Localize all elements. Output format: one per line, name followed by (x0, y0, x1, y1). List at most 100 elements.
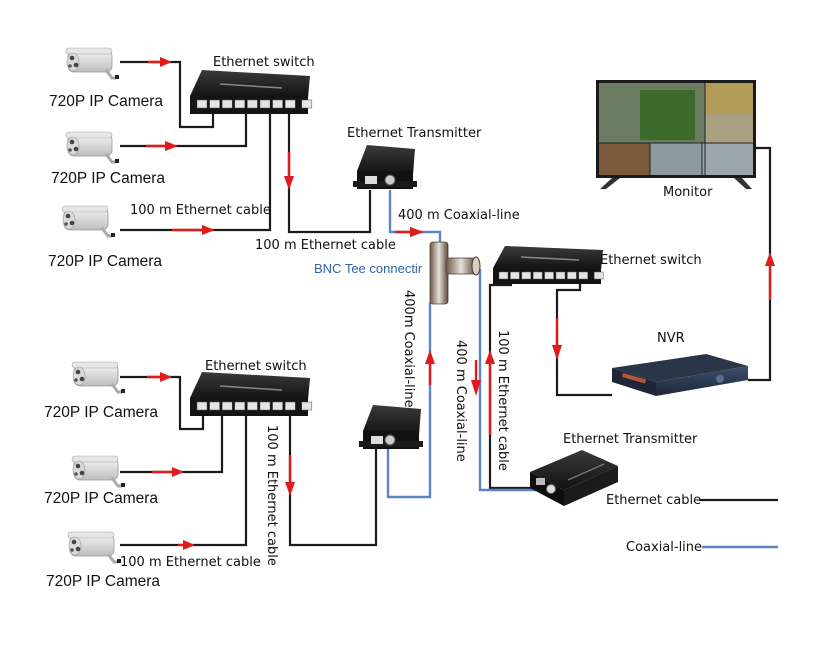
rj45-port-icon (272, 99, 283, 109)
arrow-up (765, 252, 775, 300)
cable-label: 100 m Ethernet cable (264, 425, 279, 566)
switch-ports (196, 99, 313, 109)
rj45-port-icon (578, 271, 589, 280)
rj45-port-icon (247, 401, 258, 411)
rj45-port-icon (555, 271, 566, 280)
rj45-port-icon (196, 401, 208, 411)
bnc-port-icon (384, 174, 396, 186)
switch-body (190, 372, 310, 400)
rj45-port-icon (247, 99, 258, 109)
rj45-port-icon (521, 271, 532, 280)
nvr-label: NVR (657, 331, 685, 346)
bnc-tee-label: BNC Tee connectir (314, 261, 423, 276)
arrow-down (285, 455, 295, 496)
arrow-right (172, 225, 215, 235)
arrow-right (152, 467, 184, 477)
cable-label: 100 m Ethernet cable (130, 203, 271, 218)
ethernet-cable-cam2 (120, 113, 248, 148)
rj45-port-icon (284, 401, 296, 411)
nvr-display (621, 373, 647, 384)
ethernet-cable-switch-to-nvr (555, 283, 612, 397)
ethernet-switch-bottom[interactable] (190, 372, 313, 416)
transmitter-right-label: Ethernet Transmitter (563, 432, 698, 447)
arrow-down (471, 360, 481, 396)
monitor-label: Monitor (663, 185, 713, 200)
monitor[interactable] (596, 80, 756, 189)
bnc-port-icon (384, 434, 396, 446)
rj45-port-icon (536, 478, 545, 485)
rj45-port-icon (510, 271, 520, 280)
monitor-stand (734, 178, 752, 189)
ip-camera-icon[interactable] (71, 455, 125, 488)
monitor-stand (600, 178, 620, 189)
arrow-up (485, 350, 495, 435)
camera-label: 720P IP Camera (51, 170, 165, 187)
cable-label: 100 m Ethernet cable (120, 555, 261, 570)
camera-label: 720P IP Camera (46, 573, 160, 590)
cameras (61, 47, 125, 564)
arrow-right (178, 540, 195, 550)
legend: Ethernet cable Coaxial-line (606, 493, 778, 555)
camera-label: 720P IP Camera (48, 253, 162, 270)
ethernet-cable-cam3 (120, 113, 272, 232)
camera-label: 720P IP Camera (44, 404, 158, 421)
ethernet-switch-right[interactable] (493, 246, 604, 284)
cable-label: 400 m Coaxial-line (398, 208, 520, 223)
transmitter-top-label: Ethernet Transmitter (347, 126, 482, 141)
ip-camera-icon[interactable] (65, 47, 119, 80)
ethernet-cable-cam5 (120, 415, 224, 474)
rj45-port-icon (259, 99, 271, 109)
rj45-port-icon (371, 436, 383, 444)
arrow-down (552, 318, 562, 360)
rj45-port-icon (272, 401, 283, 411)
bnc-port-icon (546, 484, 556, 494)
rj45-port-icon (301, 99, 313, 109)
ethernet-switch-top[interactable] (190, 70, 313, 114)
nvr-jog-dial (716, 375, 724, 383)
rj45-port-icon (196, 99, 208, 109)
signal-arrows (146, 57, 775, 550)
cable-label: 100 m Ethernet cable (495, 330, 510, 471)
arrow-up (425, 350, 435, 385)
bnc-tee-connector[interactable] (429, 241, 481, 305)
rj45-port-icon (234, 99, 246, 109)
ethernet-transmitter-top[interactable] (353, 145, 417, 189)
rj45-port-icon (593, 271, 604, 280)
arrow-right (147, 372, 172, 382)
ip-camera-icon[interactable] (65, 131, 119, 164)
camera-label: 720P IP Camera (44, 490, 158, 507)
ethernet-transmitter-right[interactable] (530, 450, 618, 506)
arrow-right (148, 57, 172, 67)
labels: Ethernet switch Ethernet Transmitter 100… (44, 55, 713, 590)
ip-camera-icon[interactable] (71, 361, 125, 394)
rj45-port-icon (544, 271, 554, 280)
rj45-port-icon (221, 99, 233, 109)
rj45-port-icon (221, 401, 233, 411)
nvr[interactable] (612, 354, 748, 396)
cable-label: 400m Coaxial-line (401, 290, 416, 408)
coax-left-vertical (386, 302, 432, 499)
switch-bottom-label: Ethernet switch (205, 359, 307, 374)
rj45-port-icon (209, 99, 220, 109)
legend-item-coax: Coaxial-line (626, 540, 778, 555)
ethernet-cable-cam6 (120, 415, 248, 547)
switch-top-label: Ethernet switch (213, 55, 315, 70)
cable-label: 400 m Coaxial-line (453, 340, 468, 462)
legend-item-ethernet: Ethernet cable (606, 493, 778, 508)
arrow-right (395, 227, 424, 237)
switch-ports (498, 271, 604, 280)
rj45-port-icon (209, 401, 220, 411)
ethernet-transmitter-bottom[interactable] (359, 405, 423, 449)
rj45-port-icon (498, 271, 509, 280)
camera-label: 720P IP Camera (49, 93, 163, 110)
rj45-port-icon (365, 176, 377, 184)
arrow-right (146, 141, 178, 151)
switch-body (190, 70, 310, 98)
rj45-port-icon (259, 401, 271, 411)
switch-right-label: Ethernet switch (600, 253, 702, 268)
arrow-down (284, 152, 294, 190)
ip-camera-icon[interactable] (67, 531, 121, 564)
rj45-port-icon (234, 401, 246, 411)
ip-camera-icon[interactable] (61, 205, 115, 238)
legend-label: Ethernet cable (606, 493, 701, 508)
